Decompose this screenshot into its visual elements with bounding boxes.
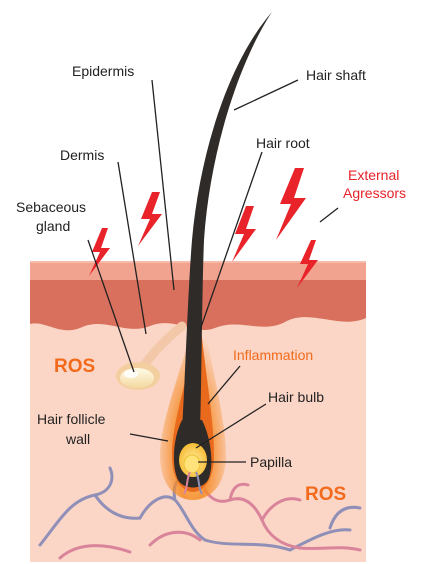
leader-epidermis	[152, 80, 174, 290]
label-external-line1: External	[348, 167, 399, 183]
label-follicle-line1: Hair follicle	[37, 411, 106, 427]
label-papilla: Papilla	[250, 454, 292, 470]
label-ros-left: ROS	[54, 356, 95, 377]
label-external-line2: Agressors	[343, 185, 406, 201]
lightning-bolt-icon	[138, 192, 162, 246]
label-hair-root: Hair root	[256, 135, 310, 151]
papilla	[184, 455, 200, 473]
label-sebaceous-line1: Sebaceous	[16, 199, 86, 215]
label-hair-shaft: Hair shaft	[306, 67, 366, 83]
label-dermis: Dermis	[60, 147, 104, 163]
label-sebaceous-line2: gland	[36, 218, 70, 234]
leader-hair-shaft	[234, 80, 298, 110]
label-ros-right: ROS	[305, 484, 346, 505]
label-follicle-line2: wall	[65, 431, 90, 447]
lightning-bolt-icon	[276, 168, 306, 240]
sebaceous-gland	[116, 362, 160, 390]
label-epidermis: Epidermis	[72, 63, 134, 79]
leader-external	[320, 208, 338, 222]
lightning-bolt-icon	[232, 206, 256, 262]
label-inflammation: Inflammation	[233, 347, 313, 363]
label-hair-bulb: Hair bulb	[268, 389, 324, 405]
